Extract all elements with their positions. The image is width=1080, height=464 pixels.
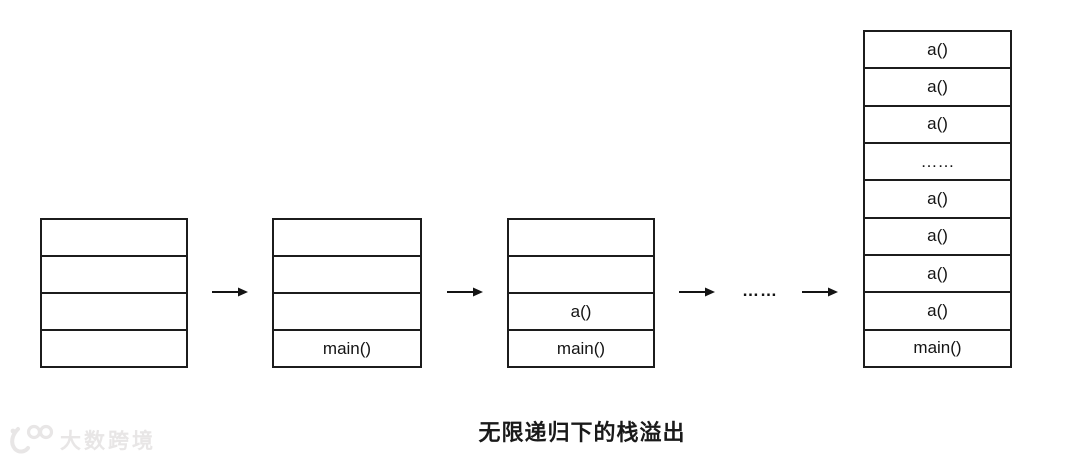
stack-frame-overflow: a()a()a()……a()a()a()a()main()	[863, 30, 1012, 368]
stack-frame-initial	[40, 218, 188, 368]
stack-row-label: a()	[865, 67, 1010, 104]
stack-row-label: main()	[274, 329, 420, 366]
stack-row-empty	[509, 220, 653, 255]
stack-row-empty	[509, 255, 653, 292]
stack-row-label: a()	[865, 253, 1010, 291]
stack-row-label: a()	[865, 179, 1010, 216]
stack-row-label: main()	[509, 329, 653, 366]
stack-row-empty	[42, 292, 186, 329]
arrow-right-icon	[212, 287, 248, 297]
diagram-caption: 无限递归下的栈溢出	[478, 420, 686, 445]
stack-row-label: a()	[509, 292, 653, 329]
stack-row-label: a()	[865, 104, 1010, 142]
brand-100-logo-icon	[10, 424, 54, 454]
watermark-text: 大数跨境	[60, 430, 156, 453]
arrow-right-icon	[802, 287, 838, 297]
stack-row-label: ……	[865, 141, 1010, 179]
watermark: 大数跨境	[8, 423, 156, 457]
stack-row-label: main()	[865, 328, 1010, 366]
stack-row-empty	[274, 292, 420, 329]
ellipsis-label: ……	[742, 281, 778, 300]
stack-row-label: a()	[865, 216, 1010, 254]
stack-row-empty	[274, 220, 420, 255]
stack-row-empty	[42, 329, 186, 366]
stack-frame-main-a: a()main()	[507, 218, 655, 368]
stack-frame-main: main()	[272, 218, 422, 368]
stack-row-empty	[274, 255, 420, 292]
arrow-right-icon	[447, 287, 483, 297]
stack-row-empty	[42, 220, 186, 255]
stack-row-label: a()	[927, 39, 948, 59]
stack-row-label: a()	[865, 291, 1010, 328]
arrow-right-icon	[679, 287, 715, 297]
stack-row-empty	[42, 255, 186, 292]
